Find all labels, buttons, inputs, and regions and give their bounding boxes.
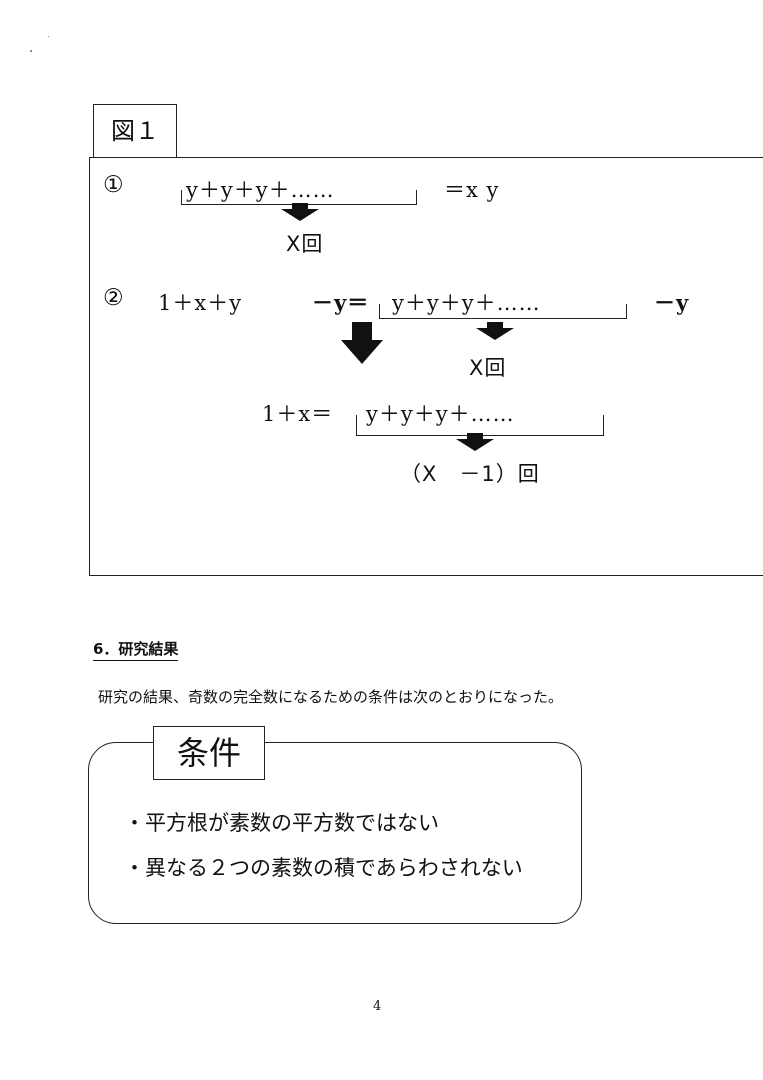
eq2-marker: ②	[103, 285, 125, 311]
section-body: 研究の結果、奇数の完全数になるための条件は次のとおりになった。	[98, 688, 564, 706]
eq2-big-down-arrow-icon	[341, 322, 383, 364]
conditions-label: 条件	[153, 726, 265, 780]
eq2-count-label: X回	[469, 356, 507, 380]
eq2-down-arrow-icon	[476, 322, 514, 340]
conditions-box	[88, 742, 582, 924]
figure-frame	[89, 157, 763, 576]
eq2-minus-y: －y＝	[312, 290, 370, 315]
section-heading: 6．研究結果	[93, 638, 179, 661]
eq1-down-arrow-icon	[281, 203, 319, 221]
eq1-marker: ①	[103, 172, 125, 198]
eq2-result-sum: y＋y＋y＋……	[366, 402, 515, 426]
scan-speck	[48, 36, 49, 37]
eq2-bracket	[379, 304, 627, 319]
eq2-result-down-arrow-icon	[456, 433, 494, 451]
figure-label: 図１	[93, 104, 177, 157]
eq2-result-count-label: （X －1）回	[400, 462, 540, 486]
eq2-minus-y-end: －y	[654, 290, 690, 315]
eq2-lhs: 1＋x＋y	[158, 291, 243, 315]
scan-speck	[30, 50, 32, 52]
eq2-result-lhs: 1＋x＝	[262, 402, 334, 426]
eq1-count-label: X回	[286, 232, 324, 256]
eq1-sum: y＋y＋y＋……	[186, 178, 335, 202]
eq2-sum: y＋y＋y＋……	[392, 291, 541, 315]
page-number: 4	[373, 999, 382, 1014]
condition-item: ・平方根が素数の平方数ではない	[124, 811, 439, 835]
condition-item: ・異なる２つの素数の積であらわされない	[124, 856, 523, 880]
eq1-rhs: ＝x y	[444, 178, 500, 202]
